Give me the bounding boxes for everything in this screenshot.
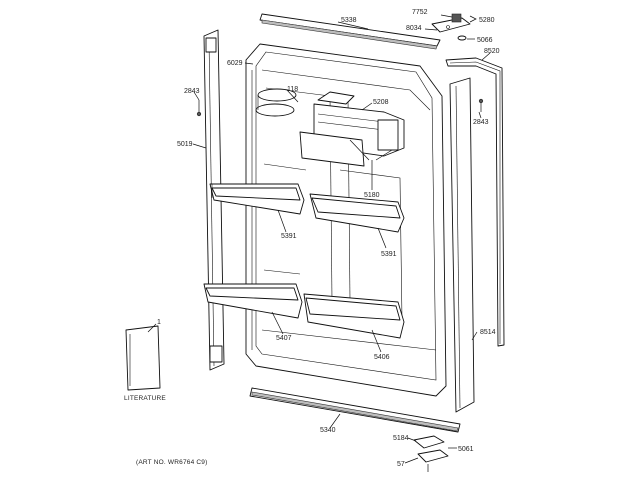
bottom-hinge-parts	[413, 435, 449, 472]
top-hinge-bracket	[431, 13, 471, 33]
screw-left	[196, 100, 202, 117]
callout-5066: 5066	[477, 37, 493, 44]
art-number: (ART NO. WR6764 C9)	[136, 459, 207, 466]
literature-booklet	[125, 325, 161, 391]
callout-5391-left: 5391	[281, 233, 297, 240]
callout-5407: 5407	[276, 335, 292, 342]
callout-5184: 5184	[393, 435, 409, 442]
literature-label: LITERATURE	[124, 395, 166, 402]
screw-right	[478, 98, 484, 112]
callout-5391-right: 5391	[381, 251, 397, 258]
callout-1: 1	[157, 319, 161, 326]
door-bin-lower-right	[303, 293, 405, 339]
callout-5061: 5061	[458, 446, 474, 453]
callout-57: 57	[397, 461, 405, 468]
callout-5208: 5208	[373, 99, 389, 106]
callout-5180: 5180	[364, 192, 380, 199]
door-gasket	[445, 57, 505, 347]
callout-8520: 8520	[484, 48, 500, 55]
callout-7752: 7752	[412, 9, 428, 16]
callout-6029: 6029	[227, 60, 243, 67]
callout-2843-left: 2843	[184, 88, 200, 95]
callout-5338: 5338	[341, 17, 357, 24]
dairy-compartment	[299, 91, 405, 167]
top-trim-bar	[259, 13, 441, 50]
callout-5406: 5406	[374, 354, 390, 361]
callout-5280: 5280	[479, 17, 495, 24]
right-side-trim	[449, 77, 475, 413]
leader-lines	[147, 14, 491, 464]
door-bin-lower-left	[203, 283, 303, 319]
callout-5019: 5019	[177, 141, 193, 148]
callout-8034: 8034	[406, 25, 422, 32]
callout-2843-right: 2843	[473, 119, 489, 126]
butter-dish	[255, 88, 297, 117]
hinge-screw-5066	[457, 35, 467, 41]
door-bin-upper-left	[209, 183, 305, 215]
callout-8514: 8514	[480, 329, 496, 336]
door-bin-upper-right	[309, 193, 405, 233]
callout-118: 118	[287, 86, 298, 93]
callout-5340: 5340	[320, 427, 336, 434]
bottom-trim-bar	[249, 387, 461, 433]
